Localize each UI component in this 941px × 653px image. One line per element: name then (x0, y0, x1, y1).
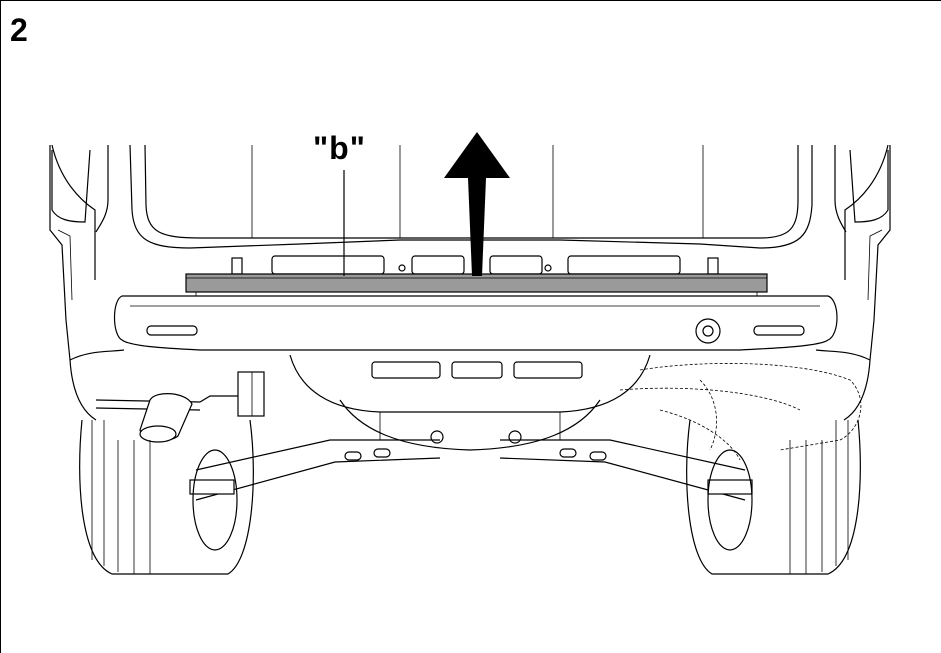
up-arrow-icon (444, 132, 510, 276)
exhaust-pipe (95, 371, 265, 443)
left-wheel (79, 419, 254, 575)
bar-b (185, 273, 768, 298)
callout-label-b: "b" (313, 130, 366, 166)
rear-bumper (69, 295, 871, 361)
step-number: 2 (10, 12, 28, 48)
body-lower-edges (69, 359, 871, 421)
hidden-lines (619, 363, 862, 461)
lower-undercarriage (289, 354, 651, 451)
rear-axle (189, 439, 753, 501)
right-wheel (686, 419, 861, 575)
